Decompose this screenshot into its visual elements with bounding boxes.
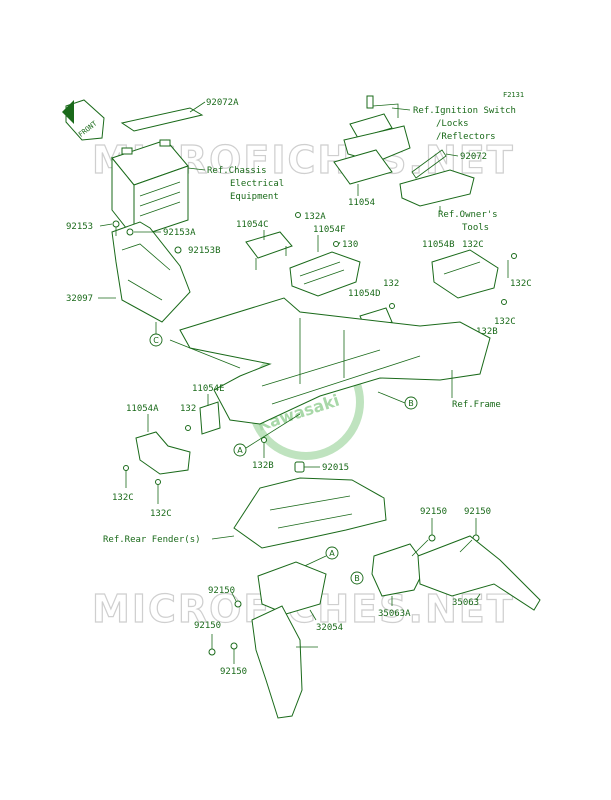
bolt-130 xyxy=(333,241,339,247)
label-92150-b: 92150 xyxy=(464,507,491,517)
label-132A: 132A xyxy=(304,212,326,222)
label-132C-a: 132C xyxy=(462,240,484,250)
bracket-32054 xyxy=(257,561,327,615)
bolt-132-left xyxy=(185,425,191,431)
bolt-132C-left-b xyxy=(155,479,161,485)
label-132B: 132B xyxy=(476,327,498,337)
label-92153: 92153 xyxy=(66,222,93,232)
callout-b-lower xyxy=(350,571,364,585)
label-ref-owner-2: Tools xyxy=(462,223,489,233)
callout-b-lower-text: B xyxy=(354,574,360,583)
label-ref-ign-1: Ref.Ignition Switch xyxy=(413,106,516,116)
label-92072A: 92072A xyxy=(206,98,239,108)
bolt-92150-left-c xyxy=(230,642,238,650)
label-92153A: 92153A xyxy=(163,228,196,238)
bracket-11054B xyxy=(431,249,499,299)
strap-92072 xyxy=(411,149,447,179)
leader-ref-chassis xyxy=(187,167,206,171)
rear-fender xyxy=(233,477,387,549)
label-132B-b: 132B xyxy=(252,461,274,471)
label-92150-d: 92150 xyxy=(194,621,221,631)
grommet-92015 xyxy=(294,461,305,473)
bolt-92150-left-b xyxy=(208,648,216,656)
front-arrow-icon xyxy=(62,99,105,141)
bolt-132B-lower xyxy=(261,437,267,443)
bracket-11054A xyxy=(135,431,191,475)
callout-c-top-text: C xyxy=(153,336,159,345)
bolt-92153 xyxy=(112,220,120,236)
label-ref-ign-2: /Locks xyxy=(436,119,469,129)
label-35063A: 35063 xyxy=(452,598,479,608)
label-132C-b: 132C xyxy=(510,279,532,289)
label-132-b: 132 xyxy=(180,404,196,414)
bolt-132C-lower xyxy=(501,299,507,305)
label-32097: 32097 xyxy=(66,294,93,304)
owners-tools xyxy=(399,169,475,207)
step-bracket-35063 xyxy=(251,605,303,719)
label-92015: 92015 xyxy=(322,463,349,473)
callout-a-mid xyxy=(233,443,247,457)
battery-case xyxy=(111,221,191,323)
label-11054B: 11054B xyxy=(422,240,455,250)
battery-strap xyxy=(120,107,204,132)
label-92150-e: 92150 xyxy=(220,667,247,677)
label-11054F: 11054F xyxy=(313,225,346,235)
bolt-132 xyxy=(389,303,395,309)
callout-a-lower xyxy=(325,546,339,560)
bolt-132C-right xyxy=(511,253,517,259)
label-11054A: 11054A xyxy=(126,404,159,414)
label-ref-chassis-2: Electrical xyxy=(230,179,284,189)
callout-b-mid-text: B xyxy=(408,399,414,408)
bolt-92153A xyxy=(126,228,134,236)
callout-a-mid-text: A xyxy=(237,446,243,455)
label-ref-rear-fender: Ref.Rear Fender(s) xyxy=(103,535,201,545)
label-92153B: 92153B xyxy=(188,246,221,256)
bracket-32054A xyxy=(371,543,427,597)
bracket-11054F xyxy=(289,251,361,297)
label-11054: 11054 xyxy=(348,198,375,208)
bolt-132A xyxy=(295,212,301,218)
label-132C-e: 132C xyxy=(150,509,172,519)
bracket-11054 xyxy=(333,149,393,185)
label-92150-c: 92150 xyxy=(208,586,235,596)
leader-92072A xyxy=(189,101,206,113)
step-bracket-35063A xyxy=(417,535,541,611)
bracket-11054E xyxy=(199,401,221,435)
label-132C-d: 132C xyxy=(112,493,134,503)
label-130: 130 xyxy=(342,240,358,250)
bolt-132C-left-a xyxy=(123,465,129,471)
label-11054C: 11054C xyxy=(236,220,269,230)
label-11054E: 11054E xyxy=(192,384,225,394)
label-92072: 92072 xyxy=(460,152,487,162)
figure-code: F2131 xyxy=(503,91,524,99)
label-ref-owner-1: Ref.Owner's xyxy=(438,210,498,220)
battery xyxy=(111,139,189,240)
label-32054: 32054 xyxy=(316,623,343,633)
bracket-11054C xyxy=(245,231,293,270)
bolt-92150-left-a xyxy=(234,600,242,608)
label-ref-chassis-3: Equipment xyxy=(230,192,279,202)
label-132: 132 xyxy=(383,279,399,289)
label-ref-frame: Ref.Frame xyxy=(452,400,501,410)
label-11054D: 11054D xyxy=(348,289,381,299)
label-32054A: 35063A xyxy=(378,609,411,619)
ignition-switch-assembly xyxy=(343,95,411,163)
rear-frame xyxy=(179,297,491,425)
label-92150-a: 92150 xyxy=(420,507,447,517)
label-132C-c: 132C xyxy=(494,317,516,327)
label-ref-ign-3: /Reflectors xyxy=(436,132,496,142)
bolt-92150-right-a xyxy=(428,534,436,542)
bolt-92153B xyxy=(174,246,182,254)
callout-a-lower-text: A xyxy=(329,549,335,558)
label-ref-chassis-1: Ref.Chassis xyxy=(207,166,267,176)
